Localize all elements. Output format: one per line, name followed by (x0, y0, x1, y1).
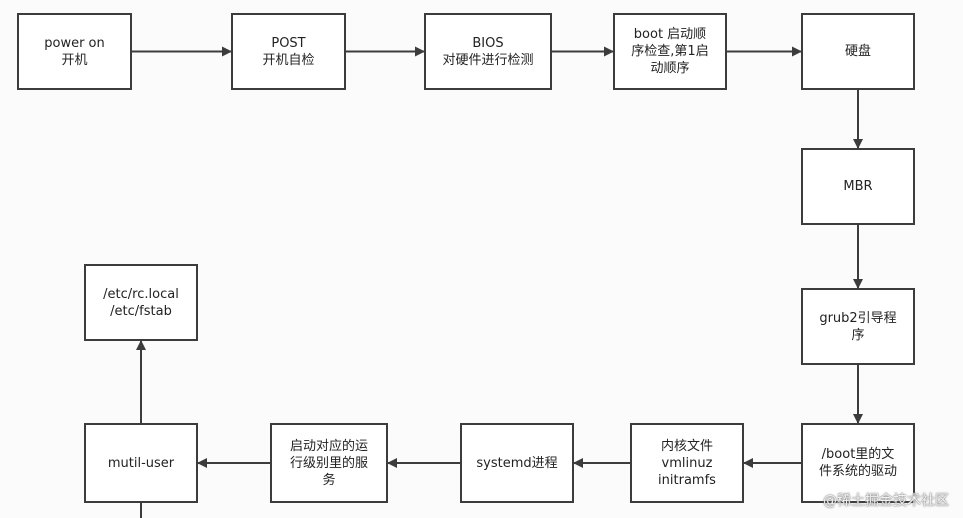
watermark: @稀土掘金技术社区 (823, 493, 949, 509)
node-runlevel: 启动对应的运 行级别里的服 务 (270, 423, 388, 503)
node-runlevel-label: 启动对应的运 行级别里的服 务 (289, 438, 368, 488)
node-mbr-label: MBR (843, 179, 873, 194)
node-disk: 硬盘 (801, 13, 915, 90)
node-bios-label: BIOS 对硬件进行检测 (442, 35, 534, 68)
node-systemd: systemd进程 (460, 423, 574, 503)
node-boot-driver: /boot里的文 件系统的驱动 (801, 423, 915, 503)
node-multi-user-label: mutil-user (107, 455, 175, 471)
node-rc-local-label: /etc/rc.local /etc/fstab (103, 286, 179, 319)
node-post: POST 开机自检 (231, 13, 346, 90)
node-kernel: 内核文件 vmlinuz initramfs (630, 423, 744, 503)
node-multi-user: mutil-user (84, 423, 198, 503)
node-boot-driver-label: /boot里的文 件系统的驱动 (818, 447, 897, 479)
node-systemd-label: systemd进程 (476, 455, 558, 471)
node-post-label: POST 开机自检 (262, 35, 315, 68)
node-boot-order-label: boot 启动顺 序检查,第1启 动顺序 (631, 27, 709, 76)
node-bios: BIOS 对硬件进行检测 (424, 13, 552, 90)
node-grub2: grub2引导程 序 (801, 288, 915, 365)
node-grub2-label: grub2引导程 序 (819, 310, 897, 343)
node-power-on-label: power on 开机 (44, 35, 105, 68)
node-mbr: MBR (801, 148, 915, 225)
node-boot-order: boot 启动顺 序检查,第1启 动顺序 (613, 13, 727, 90)
node-kernel-label: 内核文件 vmlinuz initramfs (658, 438, 716, 488)
node-rc-local: /etc/rc.local /etc/fstab (84, 264, 198, 341)
node-disk-label: 硬盘 (844, 44, 871, 59)
node-power-on: power on 开机 (17, 13, 132, 90)
